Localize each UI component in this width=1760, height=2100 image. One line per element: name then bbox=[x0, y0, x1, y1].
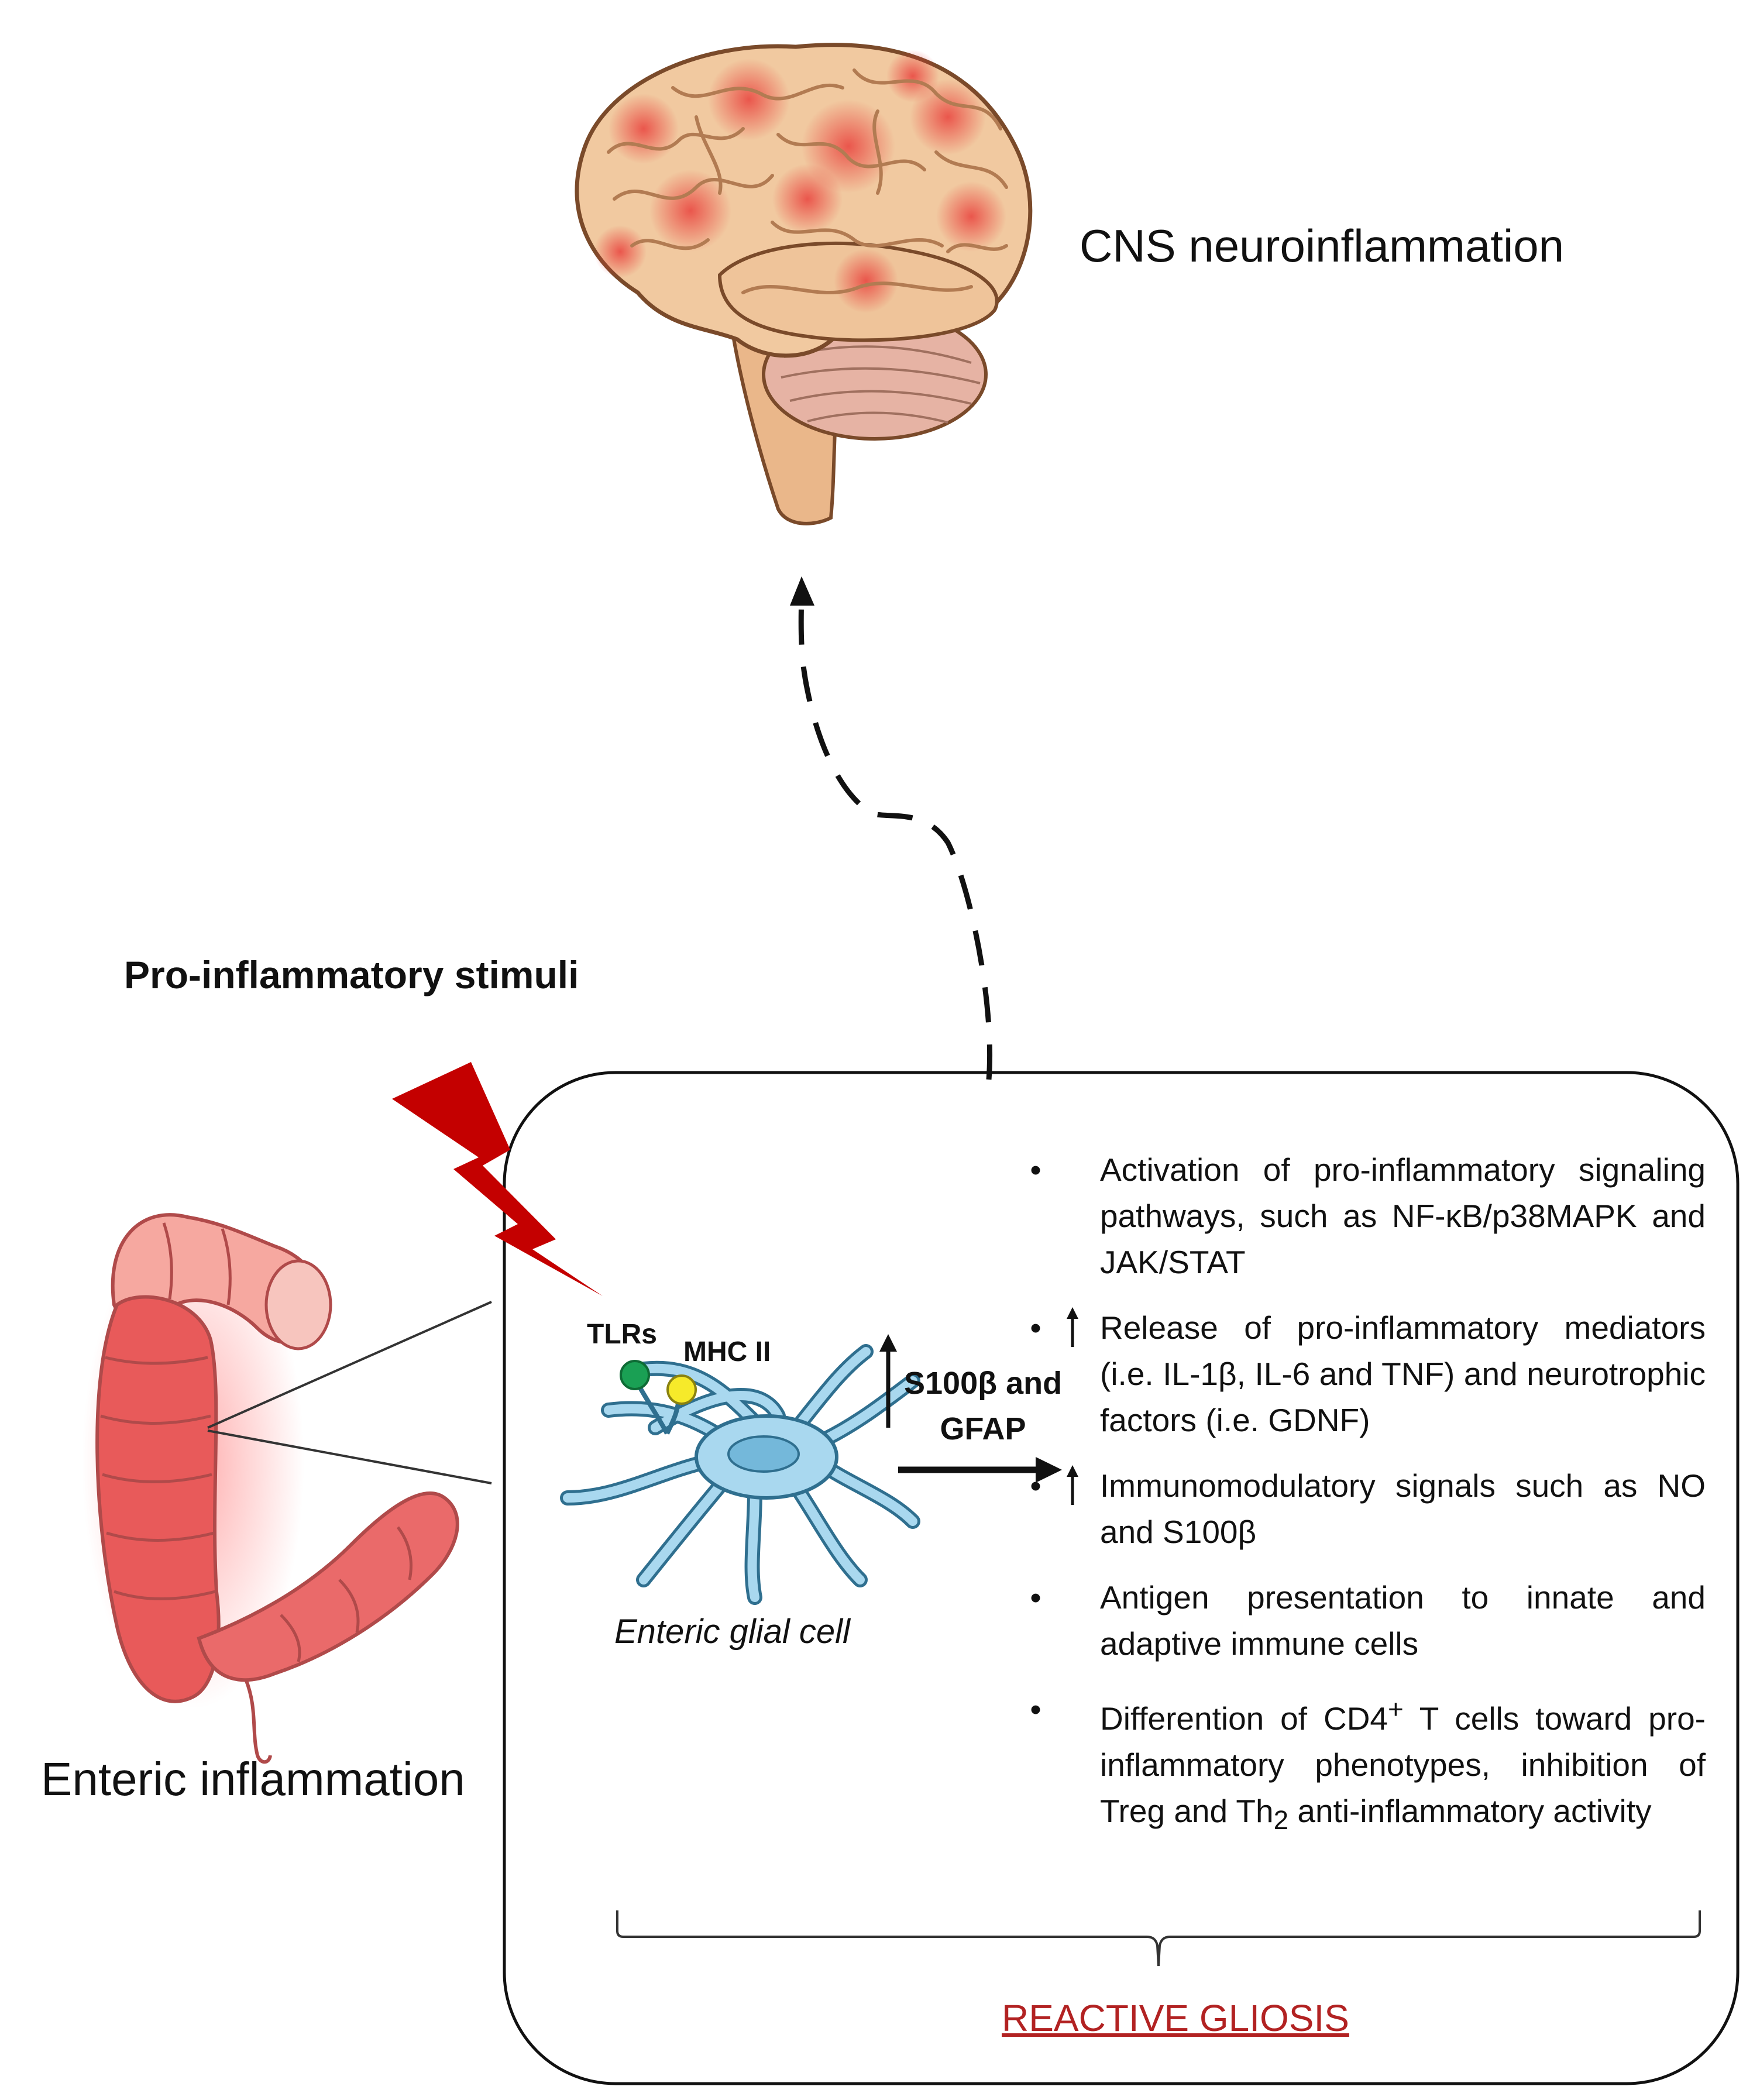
colon-illustration bbox=[82, 1213, 459, 1764]
cns-neuroinflammation-label: CNS neuroinflammation bbox=[1080, 220, 1565, 271]
bullet-dot: • bbox=[1030, 1691, 1041, 1727]
bullet-text: Activation of pro-inflammatory signaling… bbox=[1100, 1152, 1706, 1280]
enteric-glial-cell bbox=[560, 1344, 920, 1605]
tlrs-label: TLRs bbox=[587, 1319, 657, 1350]
bullet-dot: • bbox=[1030, 1579, 1041, 1616]
reactive-gliosis-box bbox=[503, 1071, 1740, 2085]
subscript-two: 2 bbox=[1273, 1805, 1289, 1836]
up-arrow-icon bbox=[1067, 1307, 1078, 1347]
reactive-gliosis-label: REACTIVE GLIOSIS bbox=[1002, 1997, 1349, 2039]
mhc-ii-label: MHC II bbox=[683, 1336, 771, 1367]
bracket-brace bbox=[616, 1910, 1701, 1967]
bullet-item: • Immunomodulatory signals such as NO an… bbox=[1030, 1463, 1706, 1555]
marker-up-arrow-head bbox=[879, 1334, 897, 1352]
brain-illustration bbox=[575, 43, 1033, 525]
bullet-item: • Antigen presentation to innate and ada… bbox=[1030, 1575, 1706, 1667]
dashed-arrow-head bbox=[790, 576, 814, 606]
colon-haustra bbox=[100, 1222, 412, 1662]
effects-bullet-list: • Activation of pro-inflammatory signali… bbox=[1030, 1147, 1706, 1862]
bullet-item: • Release of pro-inflammatory mediators … bbox=[1030, 1305, 1706, 1443]
tlr-receptor-dot bbox=[620, 1360, 650, 1390]
zoom-line-top bbox=[207, 1301, 492, 1429]
pro-inflammatory-stimuli-label: Pro-inflammatory stimuli bbox=[124, 953, 579, 996]
bullet-text-part: anti-inflammatory activity bbox=[1288, 1793, 1652, 1830]
bullet-item: • Differention of CD4+ T cells toward pr… bbox=[1030, 1686, 1706, 1843]
zoom-line-bottom bbox=[207, 1429, 492, 1484]
bullet-text: Differention of CD4+ T cells toward pro-… bbox=[1100, 1695, 1706, 1835]
right-arrow-head bbox=[1036, 1457, 1062, 1483]
bullet-dot: • bbox=[1030, 1152, 1041, 1188]
bullet-text: Immunomodulatory signals such as NO and … bbox=[1100, 1467, 1706, 1550]
dashed-connector-arrow bbox=[798, 585, 993, 1080]
enteric-glial-cell-label: Enteric glial cell bbox=[614, 1613, 850, 1651]
s100b-gfap-label: S100β and GFAP bbox=[904, 1360, 1062, 1452]
markers-line-2: GFAP bbox=[940, 1411, 1026, 1446]
brain-gyri bbox=[607, 68, 1008, 294]
bullet-text-part: T cells toward pro-inflammatory phenotyp… bbox=[1100, 1700, 1706, 1830]
bullet-text: Antigen presentation to innate and adapt… bbox=[1100, 1579, 1706, 1662]
bullet-item: • Activation of pro-inflammatory signali… bbox=[1030, 1147, 1706, 1286]
markers-line-1: S100β and bbox=[904, 1366, 1063, 1401]
brain-inflammation-spots bbox=[594, 50, 1006, 313]
bullet-dot: • bbox=[1030, 1467, 1041, 1504]
bullet-text-part: Differention of CD4 bbox=[1100, 1700, 1388, 1737]
lightning-bolt-icon bbox=[392, 1062, 603, 1296]
superscript-plus: + bbox=[1388, 1695, 1404, 1724]
up-arrow-icon bbox=[1067, 1465, 1078, 1505]
bullet-text: Release of pro-inflammatory mediators (i… bbox=[1100, 1310, 1706, 1438]
mhc-receptor-dot bbox=[666, 1374, 697, 1405]
enteric-inflammation-label: Enteric inflammation bbox=[41, 1753, 465, 1805]
bullet-dot: • bbox=[1030, 1310, 1041, 1346]
